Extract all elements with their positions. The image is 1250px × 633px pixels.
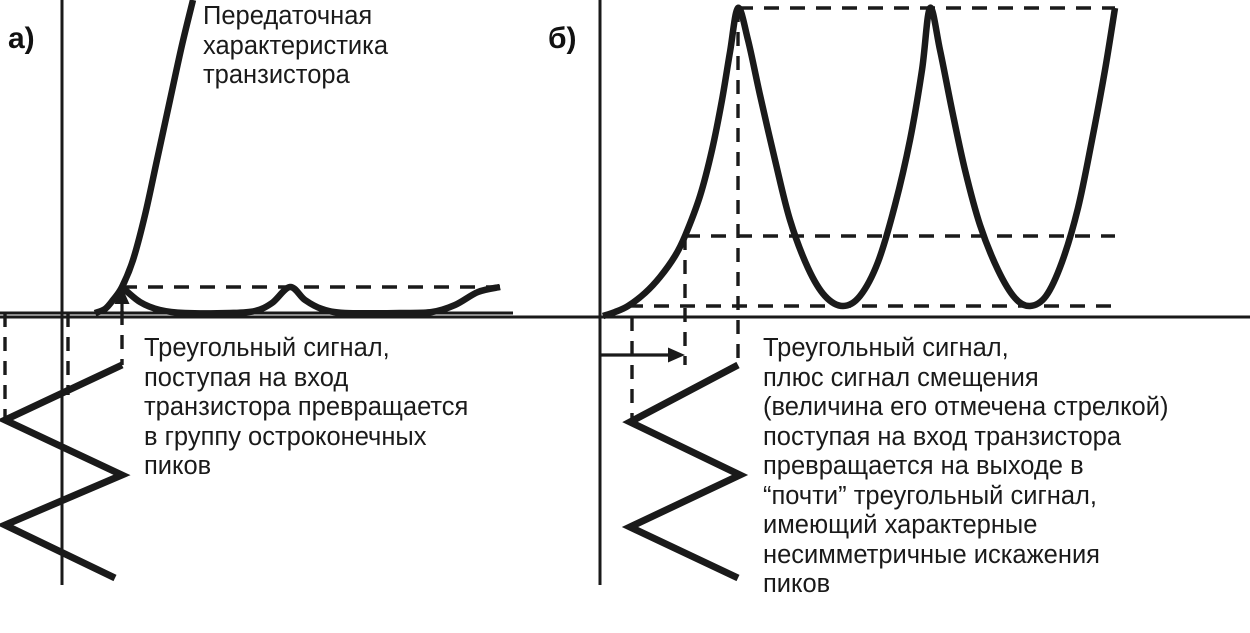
input-triangular-wave-a (0, 361, 131, 582)
transfer-curve-a (93, 0, 197, 317)
panel-b-caption: Треугольный сигнал, плюс сигнал смещения… (763, 334, 1169, 598)
transfer-curve-and-output-b (601, 4, 1119, 320)
panel-a-letter: а) (8, 22, 35, 55)
output-peaks-a (119, 283, 501, 317)
bias-offset-arrow-head (668, 347, 685, 363)
peak-marker-arrow-head (114, 287, 130, 304)
panel-a-title-note: Передаточная характеристика транзистора (203, 2, 389, 89)
input-triangular-wave-b (621, 361, 749, 582)
panel-b-letter: б) (548, 22, 577, 55)
panel-a-caption: Треугольный сигнал, поступая на вход тра… (144, 334, 469, 480)
